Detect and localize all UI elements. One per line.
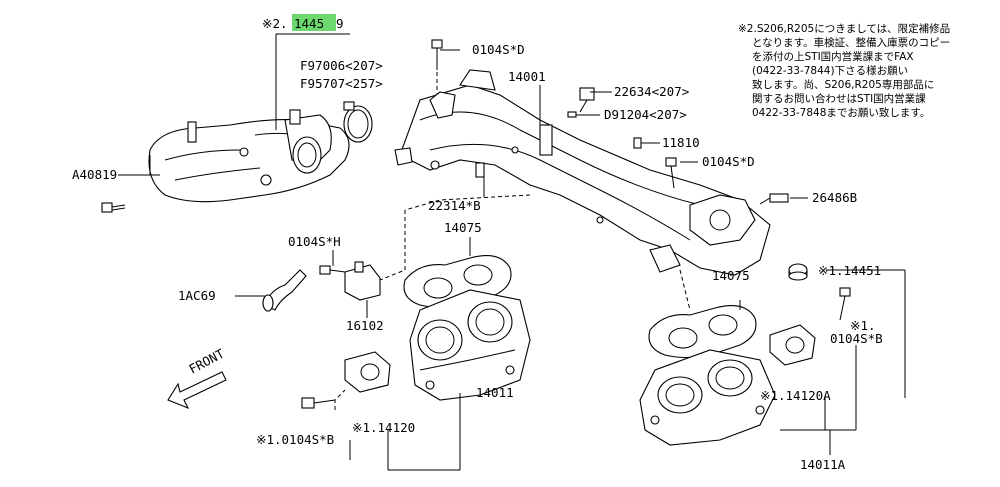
bolt-h [319, 265, 346, 275]
cap-14451 [788, 263, 808, 281]
guide-line-5 [334, 389, 346, 410]
note-line: を添付の上STI国内営業課までFAX [752, 50, 914, 63]
label-bolt-b-right: 0104S*B [830, 331, 883, 346]
part-highlight [292, 14, 336, 31]
label-14001: 14001 [508, 69, 546, 84]
intake-manifold [394, 69, 771, 276]
label-22634: 22634<207> [614, 84, 689, 99]
label-14075-right: 14075 [712, 268, 750, 283]
throttle-body-left [409, 289, 531, 401]
label-1ac69: 1AC69 [178, 288, 216, 303]
label-14459-prefix: ※2. [262, 16, 288, 31]
sensor-22634 [579, 87, 595, 113]
leader-lines [118, 33, 906, 471]
bolt-b-left [301, 397, 336, 409]
label-14120a: ※1.14120A [760, 388, 831, 403]
front-arrow: FRONT [167, 346, 227, 410]
label-d91204: D91204<207> [604, 107, 687, 122]
hose-clamp [343, 101, 373, 143]
label-bolt-h: 0104S*H [288, 234, 341, 249]
label-f95707: F95707<257> [300, 76, 383, 91]
note-line: ※2.S206,R205につきましては、限定補修品 [738, 22, 950, 35]
tps-14120a-right [769, 324, 816, 366]
gasket-right [648, 305, 757, 359]
throttle-body-right [639, 349, 776, 446]
note-line: 致します。尚、S206,R205専用部品に [752, 78, 934, 91]
part-22314 [475, 162, 485, 178]
note-line: (0422-33-7844)下さる様お願い [752, 64, 908, 77]
guide-line-2 [404, 194, 531, 211]
label-star1: ※1. [850, 318, 876, 333]
guide-line-4 [679, 269, 691, 311]
label-14011: 14011 [476, 385, 514, 400]
label-22314: 22314*B [428, 198, 481, 213]
label-16102: 16102 [346, 318, 384, 333]
sensor-16102 [344, 261, 381, 301]
label-bolt-top: 0104S*D [472, 42, 525, 57]
intake-duct [148, 109, 350, 203]
bolt-b-right [839, 287, 851, 321]
label-f97006: F97006<207> [300, 58, 383, 73]
label-14451: ※1.14451 [818, 263, 881, 278]
bolt-mid [665, 157, 677, 189]
label-14011a: 14011A [800, 457, 846, 472]
label-14120: ※1.14120 [352, 420, 415, 435]
note-line: となります。車検証、整備入庫票のコピー [752, 36, 950, 49]
note-block: ※2.S206,R205につきましては、限定補修品 となります。車検証、整備入庫… [738, 22, 950, 119]
part-d91204 [567, 111, 577, 118]
label-11810: 11810 [662, 135, 700, 150]
hose-1ac69 [262, 269, 307, 312]
bolt-a40819 [101, 202, 126, 213]
label-a40819: A40819 [72, 167, 117, 182]
note-line: 0422-33-7848までお願い致します。 [752, 106, 930, 119]
label-14459-suffix: 9 [336, 16, 344, 31]
tps-14120-left [344, 351, 391, 393]
label-14459-highlight: 1445 [294, 16, 324, 31]
label-26486b: 26486B [812, 190, 857, 205]
part-26486b [759, 193, 789, 205]
note-line: 関するお問い合わせはSTI国内営業課 [752, 92, 926, 105]
label-bolt-mid: 0104S*D [702, 154, 755, 169]
label-14075-left: 14075 [444, 220, 482, 235]
label-bolt-b-left: ※1.0104S*B [256, 432, 334, 447]
guide-line-1 [379, 210, 406, 281]
